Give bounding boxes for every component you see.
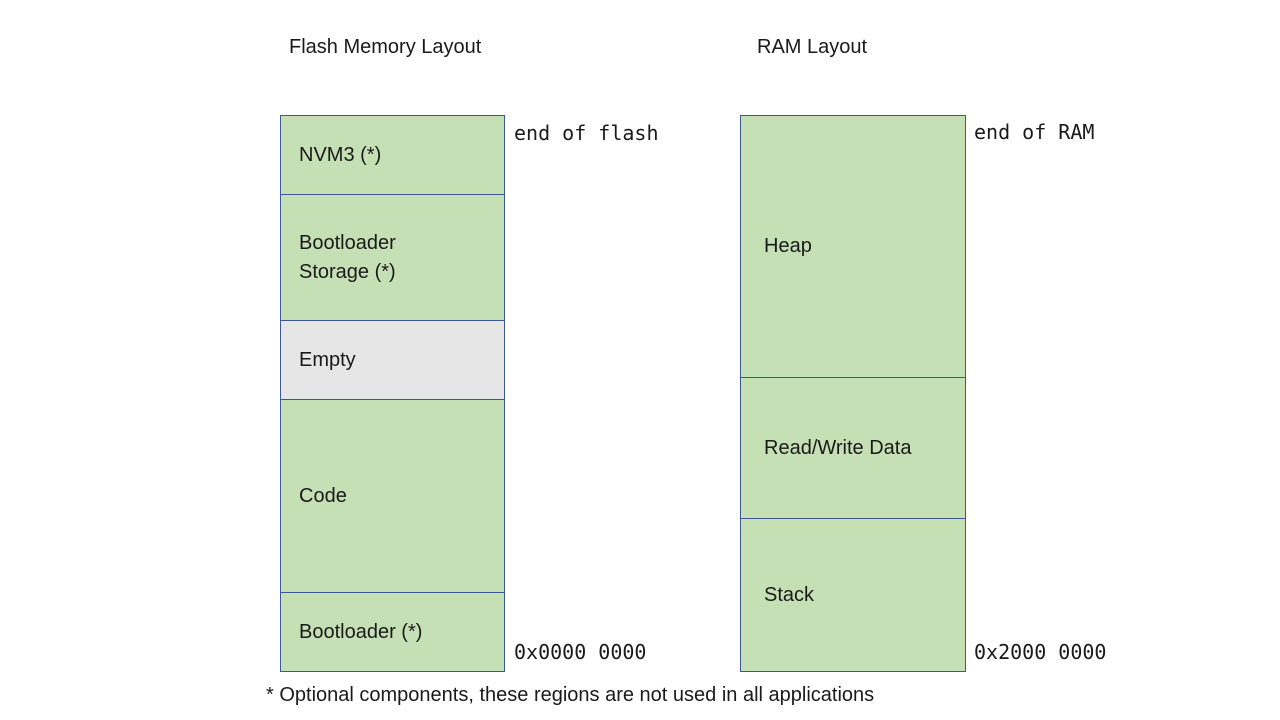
ram-region-read-write-data: Read/Write Data [741,378,965,519]
flash-region-code: Code [281,400,504,593]
footnote: * Optional components, these regions are… [266,684,875,706]
ram-region-stack: Stack [741,519,965,671]
flash-region-label: Bootloader (*) [299,620,423,643]
flash-region-label: Code [299,484,347,507]
ram-end-label: end of RAM [974,120,1095,144]
flash-region-nvm3: NVM3 (*) [281,116,504,195]
ram-column: Heap Read/Write Data Stack [740,115,966,672]
flash-region-bootloader-storage: Bootloader Storage (*) [281,195,504,321]
ram-layout-title: RAM Layout [757,36,868,58]
ram-region-label: Heap [764,235,812,257]
flash-region-label: Empty [299,348,356,371]
ram-region-heap: Heap [741,116,965,378]
flash-region-label: Bootloader Storage (*) [299,231,396,283]
ram-region-label: Stack [764,583,815,606]
ram-region-label: Read/Write Data [764,436,912,459]
flash-region-bootloader: Bootloader (*) [281,593,504,671]
flash-region-label: NVM3 (*) [299,143,382,166]
flash-region-empty: Empty [281,321,504,400]
flash-end-label: end of flash [514,121,659,145]
flash-layout-title: Flash Memory Layout [289,36,482,58]
ram-start-address: 0x2000 0000 [974,640,1107,664]
flash-start-address: 0x0000 0000 [514,640,647,664]
flash-memory-column: NVM3 (*) Bootloader Storage (*) Empty Co… [280,115,505,672]
